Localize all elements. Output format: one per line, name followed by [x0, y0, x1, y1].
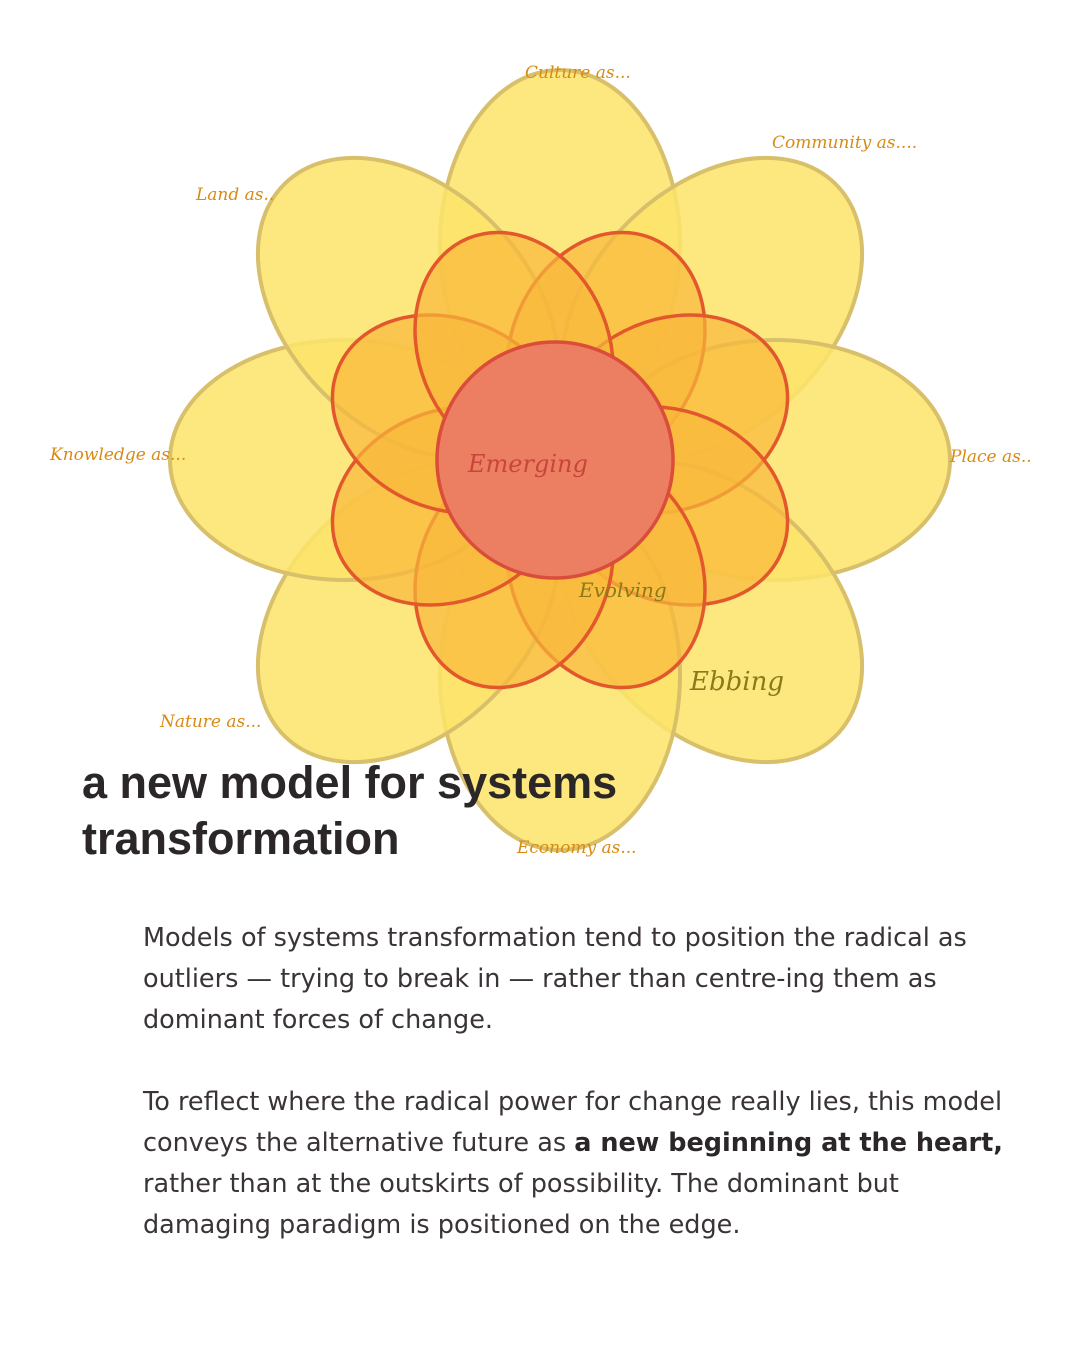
paragraph-explanation: To reflect where the radical power for c… — [143, 1082, 1023, 1246]
label-place: Place as.. — [949, 447, 1032, 467]
label-emerging: Emerging — [467, 450, 588, 478]
label-land: Land as.. — [195, 185, 274, 205]
center-group — [435, 340, 675, 580]
center-core — [435, 340, 675, 580]
label-ebbing: Ebbing — [689, 667, 784, 697]
paragraph-explanation-start: To reflect where the radical power for c… — [143, 1087, 1003, 1158]
label-evolving: Evolving — [578, 578, 667, 602]
label-community: Community as.... — [772, 133, 917, 153]
paragraph-intro: Models of systems transformation tend to… — [143, 923, 967, 1035]
label-economy: Economy as... — [516, 838, 637, 858]
label-knowledge: Knowledge as... — [49, 445, 186, 465]
page-title: a new model for systems transformation — [82, 757, 618, 864]
label-culture: Culture as... — [525, 63, 631, 83]
label-nature: Nature as... — [159, 712, 261, 732]
flower-diagram: Culture as... Community as.... Land as..… — [49, 63, 1032, 858]
paragraph-explanation-end: rather than at the outskirts of possibil… — [143, 1169, 899, 1240]
paragraph-explanation-emphasis: a new beginning at the heart, — [574, 1128, 1003, 1158]
